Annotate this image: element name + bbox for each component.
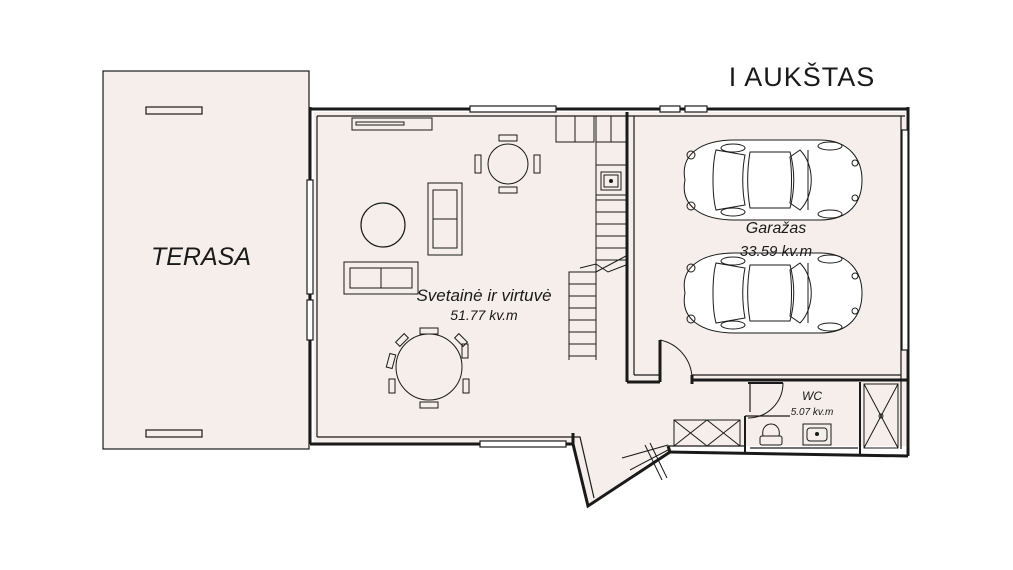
sofa-vertical (427, 182, 463, 256)
living-room-area: 51.77 kv.m (450, 307, 518, 323)
round-side-table (360, 202, 406, 248)
toilet (759, 423, 783, 446)
wc-door-swing (747, 382, 784, 419)
walls (308, 107, 910, 509)
sofa-horizontal (343, 261, 419, 295)
kitchen-counter (595, 141, 627, 201)
round-table-small (474, 134, 541, 194)
terrace-rail-top (145, 106, 203, 115)
wc-area: 5.07 kv.m (791, 407, 834, 418)
garage-label: Garažas (746, 220, 806, 237)
car-bottom (683, 252, 863, 334)
windows (306, 105, 909, 448)
kitchen-sink (600, 171, 622, 191)
garage-area: 33.59 kv.m (740, 243, 812, 260)
washbasin (802, 423, 832, 446)
tv-unit (351, 117, 433, 131)
round-table-large (385, 327, 470, 409)
living-room-label: Svetainė ir virtuvė (416, 286, 551, 305)
terrace-rail-bottom (145, 429, 203, 438)
doors (621, 339, 784, 481)
car-top (683, 139, 863, 221)
wc-label: WC (802, 389, 822, 403)
garage-door-swing (659, 339, 693, 379)
terrace-label: TERASA (151, 243, 251, 271)
floor-title: I AUKŠTAS (729, 61, 876, 92)
storage-cabinet (673, 419, 741, 447)
terrace (102, 70, 310, 450)
shower (863, 383, 899, 449)
